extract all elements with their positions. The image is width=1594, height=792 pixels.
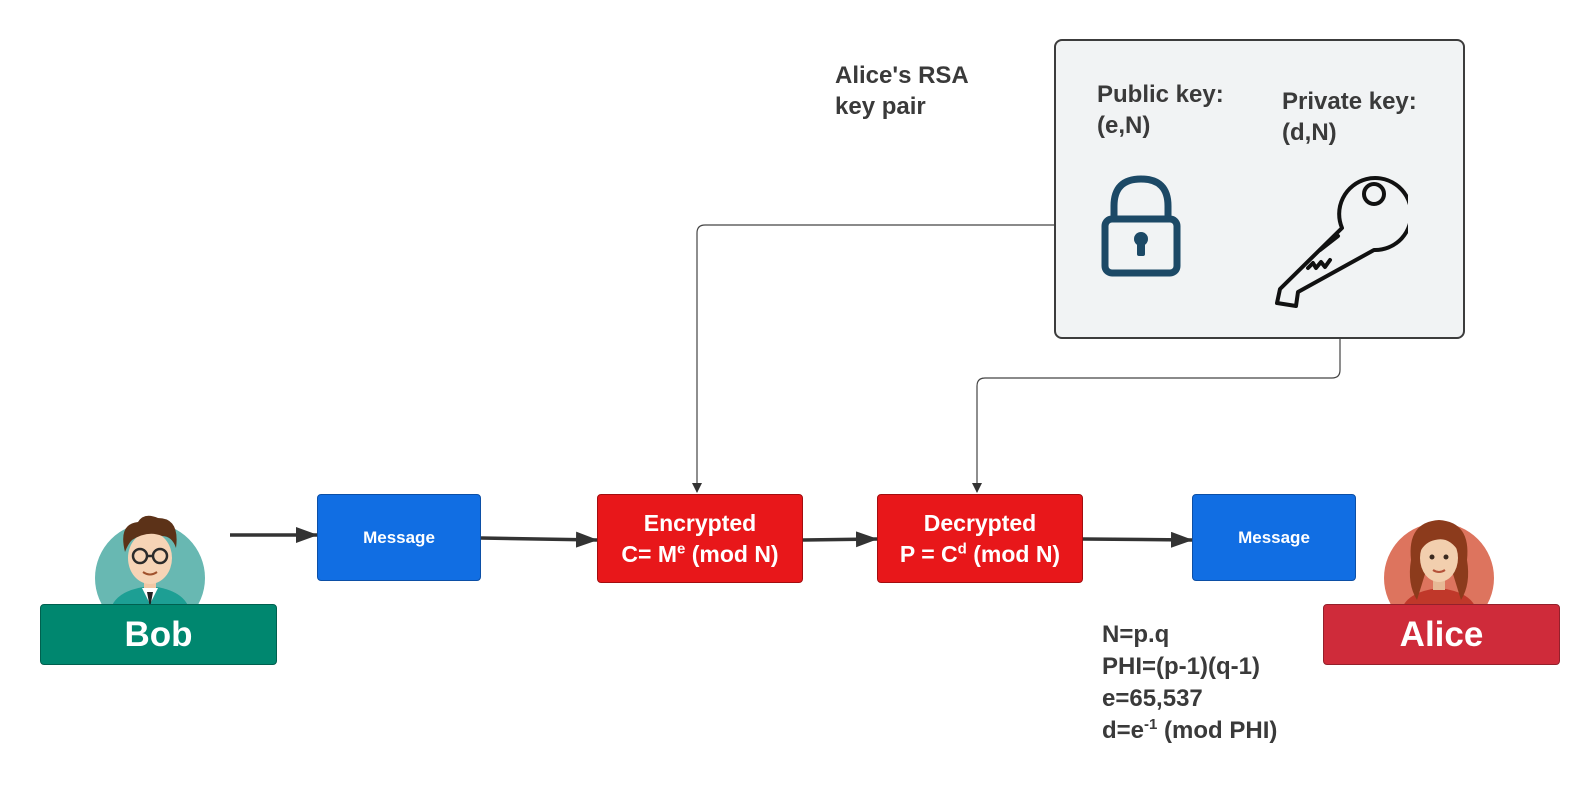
arrow-encrypted-to-decrypted <box>802 531 878 548</box>
arrow-decrypted-to-message <box>1082 531 1193 548</box>
key-pair-title: Alice's RSA key pair <box>835 60 969 122</box>
message-out-label: Message <box>1238 527 1310 547</box>
encrypted-title: Encrypted <box>643 509 757 536</box>
private-key-label-text: Private key: <box>1282 88 1417 115</box>
public-key-label-text: Public key: <box>1097 81 1224 108</box>
padlock-icon <box>1101 175 1181 277</box>
formula-d-prefix: d=e <box>1102 717 1145 744</box>
encrypted-formula-suffix: (mod N) <box>685 540 779 567</box>
encrypted-box: Encrypted C= Me (mod N) <box>597 494 803 583</box>
formula-e: e=65,537 <box>1102 685 1203 712</box>
public-key-value: (e,N) <box>1097 112 1151 139</box>
formula-d-sup: -1 <box>1144 716 1158 733</box>
bob-name-bar: Bob <box>40 604 277 665</box>
private-key-value: (d,N) <box>1282 119 1337 146</box>
alice-name-bar: Alice <box>1323 604 1560 665</box>
public-key-connector <box>692 224 1105 493</box>
message-out-box: Message <box>1192 494 1356 581</box>
arrow-message-to-encrypted <box>480 531 598 548</box>
key-icon <box>1275 176 1408 308</box>
message-in-label: Message <box>363 527 435 547</box>
encrypted-formula-sup: e <box>676 539 686 557</box>
alice-name: Alice <box>1399 614 1484 654</box>
alice-avatar <box>1384 520 1494 612</box>
bob-avatar <box>95 515 205 612</box>
bob-name: Bob <box>124 614 193 654</box>
decrypted-formula: P = Cd (mod N) <box>900 539 1060 570</box>
private-key-label: Private key: (d,N) <box>1282 86 1417 148</box>
key-pair-title-line1: Alice's RSA <box>835 62 969 89</box>
key-pair-title-line2: key pair <box>835 93 926 120</box>
decrypted-box: Decrypted P = Cd (mod N) <box>877 494 1083 583</box>
decrypted-formula-suffix: (mod N) <box>966 540 1061 567</box>
encrypted-formula-prefix: C= M <box>621 540 677 567</box>
decrypted-formula-sup: d <box>957 539 967 557</box>
encrypted-formula: C= Me (mod N) <box>621 539 778 570</box>
private-key-connector <box>972 268 1341 493</box>
formula-phi: PHI=(p-1)(q-1) <box>1102 653 1260 680</box>
formula-n: N=p.q <box>1102 621 1170 648</box>
decrypted-formula-prefix: P = C <box>899 540 958 567</box>
decrypted-title: Decrypted <box>923 509 1037 536</box>
message-in-box: Message <box>317 494 481 581</box>
public-key-label: Public key: (e,N) <box>1097 79 1224 141</box>
formula-d-suffix: (mod PHI) <box>1157 717 1278 744</box>
formula-d: d=e-1 (mod PHI) <box>1102 715 1277 747</box>
rsa-formulas: N=p.q PHI=(p-1)(q-1) e=65,537 d=e-1 (mod… <box>1102 619 1277 747</box>
